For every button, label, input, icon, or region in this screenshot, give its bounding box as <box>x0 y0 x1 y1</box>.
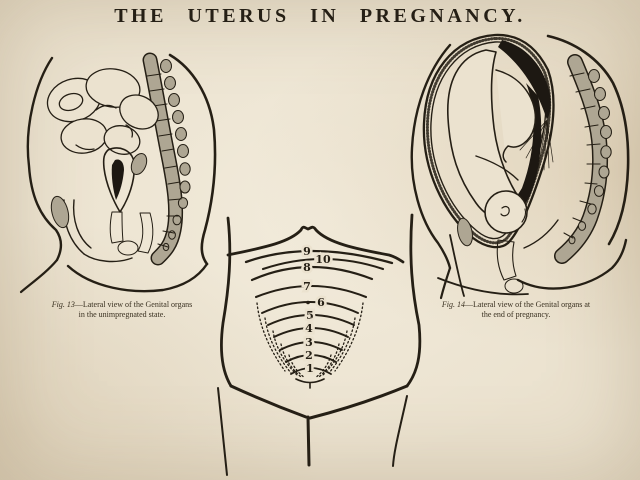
figure-right-sagittal-pregnant <box>410 33 630 300</box>
fetus-arm <box>475 155 519 181</box>
left-groin-line <box>229 384 308 419</box>
fetus-face-line <box>521 208 527 223</box>
caption-fig-13: Fig. 13—Lateral view of the Genital orga… <box>16 300 228 321</box>
costal-arch-outline <box>226 225 405 264</box>
vagina-stippled <box>109 211 124 244</box>
buttock-bottom-outline <box>516 238 628 290</box>
buttock-bottom-outline <box>66 262 209 293</box>
back-outline <box>168 53 217 266</box>
level-5: 5 <box>306 309 314 322</box>
dashed-arc-extensions <box>256 302 364 379</box>
uterus-outer-wall <box>422 33 555 249</box>
left-outer-thigh-line <box>217 387 228 476</box>
placenta-dark <box>498 40 551 120</box>
groin-crease-line <box>437 277 529 296</box>
level-7: 7 <box>303 280 311 293</box>
fig-13-caption-line2: in the unimpregnated state. <box>78 310 166 320</box>
spinous-processes <box>160 59 191 252</box>
rectum-stippled <box>137 212 154 254</box>
fig-13-caption-text: —Lateral view of the Genital organs <box>74 300 193 309</box>
vulval-cleft-line <box>306 415 311 467</box>
fig-14-label: Fig. 14 <box>441 300 465 309</box>
uterine-cavity <box>111 159 124 200</box>
level-10: 10 <box>315 253 331 266</box>
plate-title: THE UTERUS IN PREGNANCY. <box>114 5 526 27</box>
perineal-body <box>117 240 139 256</box>
cervix-vagina-stippled <box>496 239 517 281</box>
thigh-front-line <box>19 258 59 294</box>
umbilicus-dot <box>306 300 310 305</box>
vertebra-lines <box>146 73 182 248</box>
level-9: 9 <box>303 245 311 258</box>
right-flank-line <box>405 213 422 388</box>
abdomen-front-outline <box>26 56 63 262</box>
abdomen-front-outline <box>410 43 452 270</box>
right-outer-thigh-line <box>392 395 408 467</box>
uterine-wall-stipple <box>425 36 552 245</box>
thigh-front-line <box>439 266 452 300</box>
fetus-leg-fold <box>495 69 536 163</box>
inner-thigh-line <box>449 234 465 297</box>
level-3: 3 <box>305 336 313 349</box>
fundal-arcs <box>244 249 394 375</box>
pubic-bone <box>457 217 473 247</box>
figure-center-fundal-heights: 9 10 8 7 6 5 4 3 2 1 <box>217 213 422 476</box>
fig-14-caption-text: —Lateral view of the Genital organs at <box>464 300 591 309</box>
fundal-level-numbers: 9 10 8 7 6 5 4 3 2 1 <box>301 243 334 378</box>
right-groin-line <box>308 384 409 420</box>
pelvic-back-wall-line <box>523 219 559 249</box>
figure-left-sagittal-unimpregnated <box>19 52 217 294</box>
intestine-loops <box>46 68 159 155</box>
spinous-processes <box>568 69 612 245</box>
fetus-head <box>484 190 528 234</box>
pubic-bracket <box>295 378 325 389</box>
ovary <box>130 152 148 176</box>
back-outline <box>546 34 630 246</box>
amniotic-shadow <box>490 83 542 221</box>
level-2: 2 <box>305 349 313 362</box>
fetus-ear <box>500 206 510 217</box>
level-1: 1 <box>306 362 314 375</box>
left-flank-line <box>220 216 233 388</box>
perineal-body <box>504 278 524 294</box>
fetus <box>447 49 536 234</box>
level-4: 4 <box>305 322 313 335</box>
pubic-bone <box>50 195 70 229</box>
fig-14-caption-line2: the end of pregnancy. <box>481 310 551 320</box>
caption-fig-14: Fig. 14—Lateral view of the Genital orga… <box>404 300 628 321</box>
level-6: 6 <box>317 296 325 309</box>
level-8: 8 <box>303 261 311 274</box>
fig-13-label: Fig. 13 <box>51 300 75 309</box>
vertebra-lines <box>563 72 601 239</box>
